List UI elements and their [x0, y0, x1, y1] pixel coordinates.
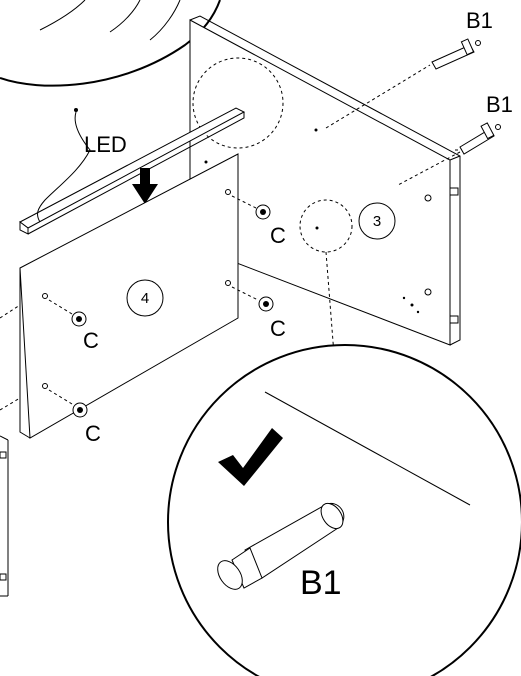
- top-detail-circle: [0, 0, 221, 87]
- label-b1-top: B1: [466, 8, 493, 33]
- arrow-down-icon: [132, 168, 158, 204]
- cam-lock-1: [231, 195, 271, 220]
- led-strip: [19, 107, 246, 235]
- label-c-1: C: [270, 223, 286, 248]
- cam-lock-3: [48, 299, 87, 327]
- panel-large: [189, 15, 461, 346]
- label-b1-detail: B1: [300, 564, 342, 602]
- dashed-focus-circle: [299, 199, 353, 253]
- label-c-2: C: [270, 316, 286, 341]
- label-b1-right: B1: [486, 92, 513, 117]
- step-number-4: 4: [141, 290, 149, 307]
- step-number-3: 3: [373, 213, 381, 230]
- bottom-detail-circle: [167, 344, 521, 676]
- dashed-detail-circle: [192, 57, 284, 149]
- label-c-4: C: [85, 421, 101, 446]
- dowel-b1-right: [455, 122, 501, 155]
- label-led: LED: [84, 132, 127, 157]
- step-circle-4: [126, 279, 164, 317]
- cam-lock-4: [48, 389, 88, 418]
- panel-left-partial: [0, 435, 9, 597]
- dowel-b1-top: [325, 38, 481, 129]
- step-circle-3: [358, 202, 396, 240]
- label-c-3: C: [83, 328, 99, 353]
- dowel-b1-detail: [217, 502, 345, 590]
- checkmark-icon: [218, 428, 283, 486]
- cam-lock-2: [231, 286, 274, 312]
